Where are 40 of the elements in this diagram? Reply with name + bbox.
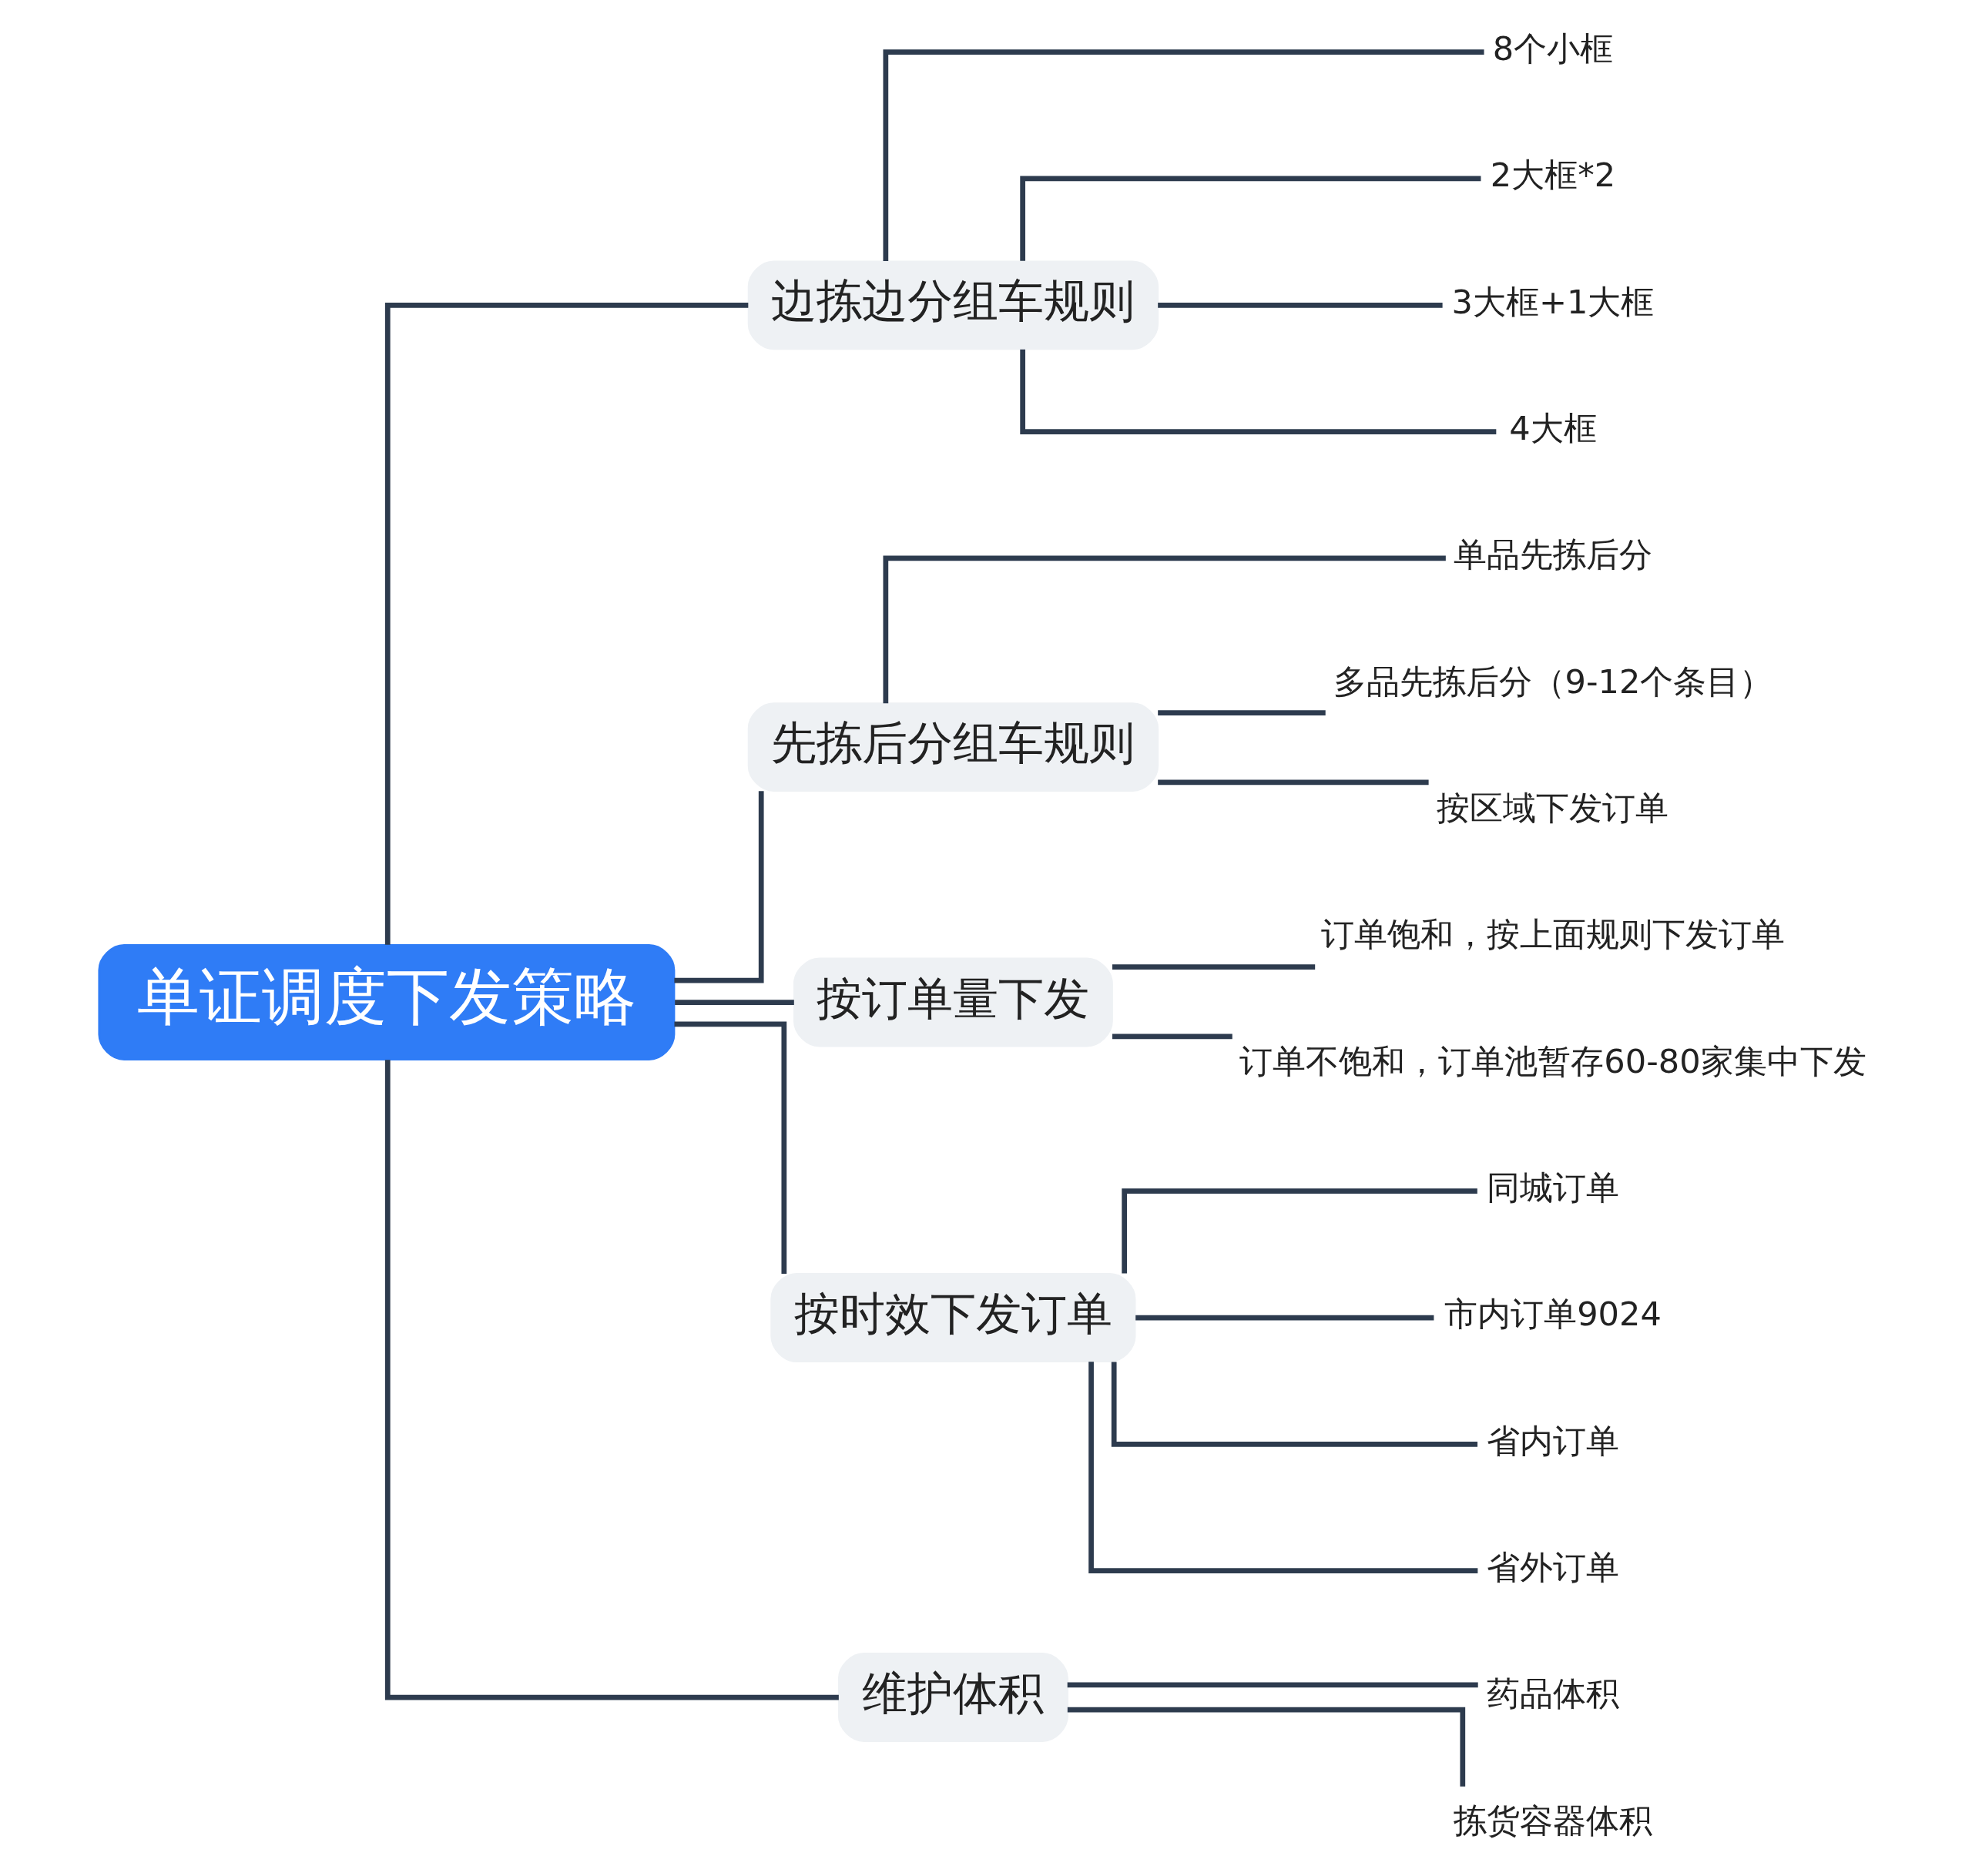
node-text: 按区域下发订单 <box>1436 788 1668 827</box>
connector <box>384 302 748 945</box>
connector <box>1157 779 1429 786</box>
connector <box>1112 1033 1232 1040</box>
node-text: 3大框+1大框 <box>1451 282 1654 321</box>
node-text: 单品先拣后分 <box>1453 535 1652 575</box>
node-text: 市内订单9024 <box>1444 1295 1662 1334</box>
connector <box>1019 349 1496 434</box>
node-box: 按订单量下发 <box>793 957 1113 1047</box>
node-text: 4大框 <box>1508 408 1597 447</box>
connector <box>1157 710 1326 716</box>
connector <box>1157 302 1443 308</box>
node-text: 省外订单 <box>1486 1547 1619 1586</box>
connector <box>1135 1315 1434 1321</box>
node-text: 2大框*2 <box>1490 156 1615 195</box>
connector <box>1121 1188 1477 1274</box>
connector <box>1088 1362 1477 1574</box>
node-box: 先拣后分组车规则 <box>747 702 1159 792</box>
connector <box>384 1060 839 1700</box>
connector <box>673 1021 786 1274</box>
node-text: 药品体积 <box>1486 1674 1619 1714</box>
node-text: 订单不饱和，订单池暂存60-80家集中下发 <box>1239 1041 1866 1080</box>
node-box: 维护体积 <box>837 1653 1068 1742</box>
node-text: 同城订单 <box>1486 1167 1619 1207</box>
connector <box>1019 176 1481 261</box>
node-text: 多品先拣后分（9-12个条目） <box>1333 662 1772 701</box>
node-box: 单证调度下发策略 <box>97 944 675 1060</box>
node-box: 边拣边分组车规则 <box>747 260 1159 350</box>
connector <box>1112 964 1315 970</box>
node-text: 8个小框 <box>1492 28 1613 68</box>
node-text: 省内订单 <box>1486 1421 1619 1460</box>
node-box: 按时效下发订单 <box>770 1273 1135 1362</box>
connector <box>882 49 1484 262</box>
node-text: 拣货容器体积 <box>1453 1801 1652 1840</box>
node-text: 订单饱和，按上面规则下发订单 <box>1320 915 1785 954</box>
connector <box>674 1000 794 1005</box>
connector <box>1111 1362 1477 1447</box>
connector <box>1067 1682 1478 1688</box>
connector <box>882 555 1446 704</box>
connector <box>673 791 764 983</box>
